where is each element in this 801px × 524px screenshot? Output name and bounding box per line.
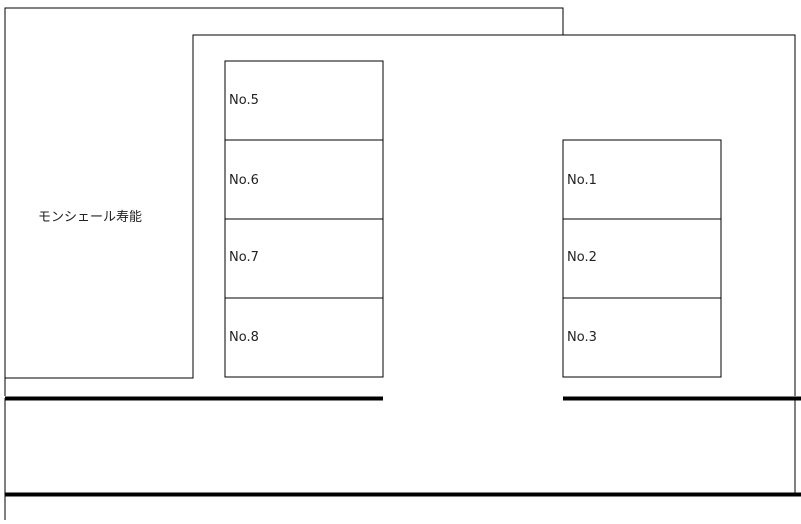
- space-label-no3: No.3: [567, 330, 597, 345]
- space-label-no7: No.7: [229, 250, 259, 265]
- site-boundary: [4, 7, 796, 396]
- space-label-no6: No.6: [229, 173, 259, 188]
- space-label-no5: No.5: [229, 93, 259, 108]
- space-label-no1: No.1: [567, 173, 597, 188]
- space-label-no2: No.2: [567, 250, 597, 265]
- parking-space-no8: [224, 297, 384, 378]
- building-label: モンシェール寿能: [38, 210, 143, 225]
- parking-space-no3: [562, 297, 722, 378]
- building-outline: [5, 34, 563, 379]
- space-label-no8: No.8: [229, 330, 259, 345]
